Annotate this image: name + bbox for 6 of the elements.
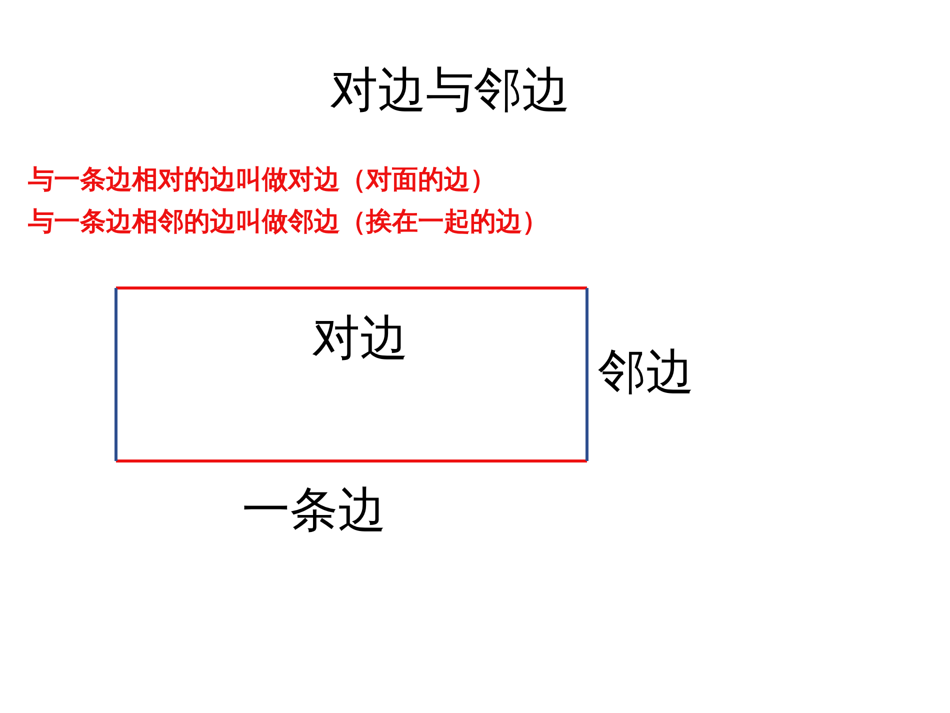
side-label: 一条边 [242,484,386,537]
rule-sentence: 与一条边相邻的边叫做邻边（挨在一起的边） [28,208,548,237]
side-label: 对边 [312,312,408,365]
side-label: 邻边 [598,346,694,399]
rule-sentence: 与一条边相对的边叫做对边（对面的边） [28,166,496,195]
title: 对边与邻边 [330,64,570,117]
